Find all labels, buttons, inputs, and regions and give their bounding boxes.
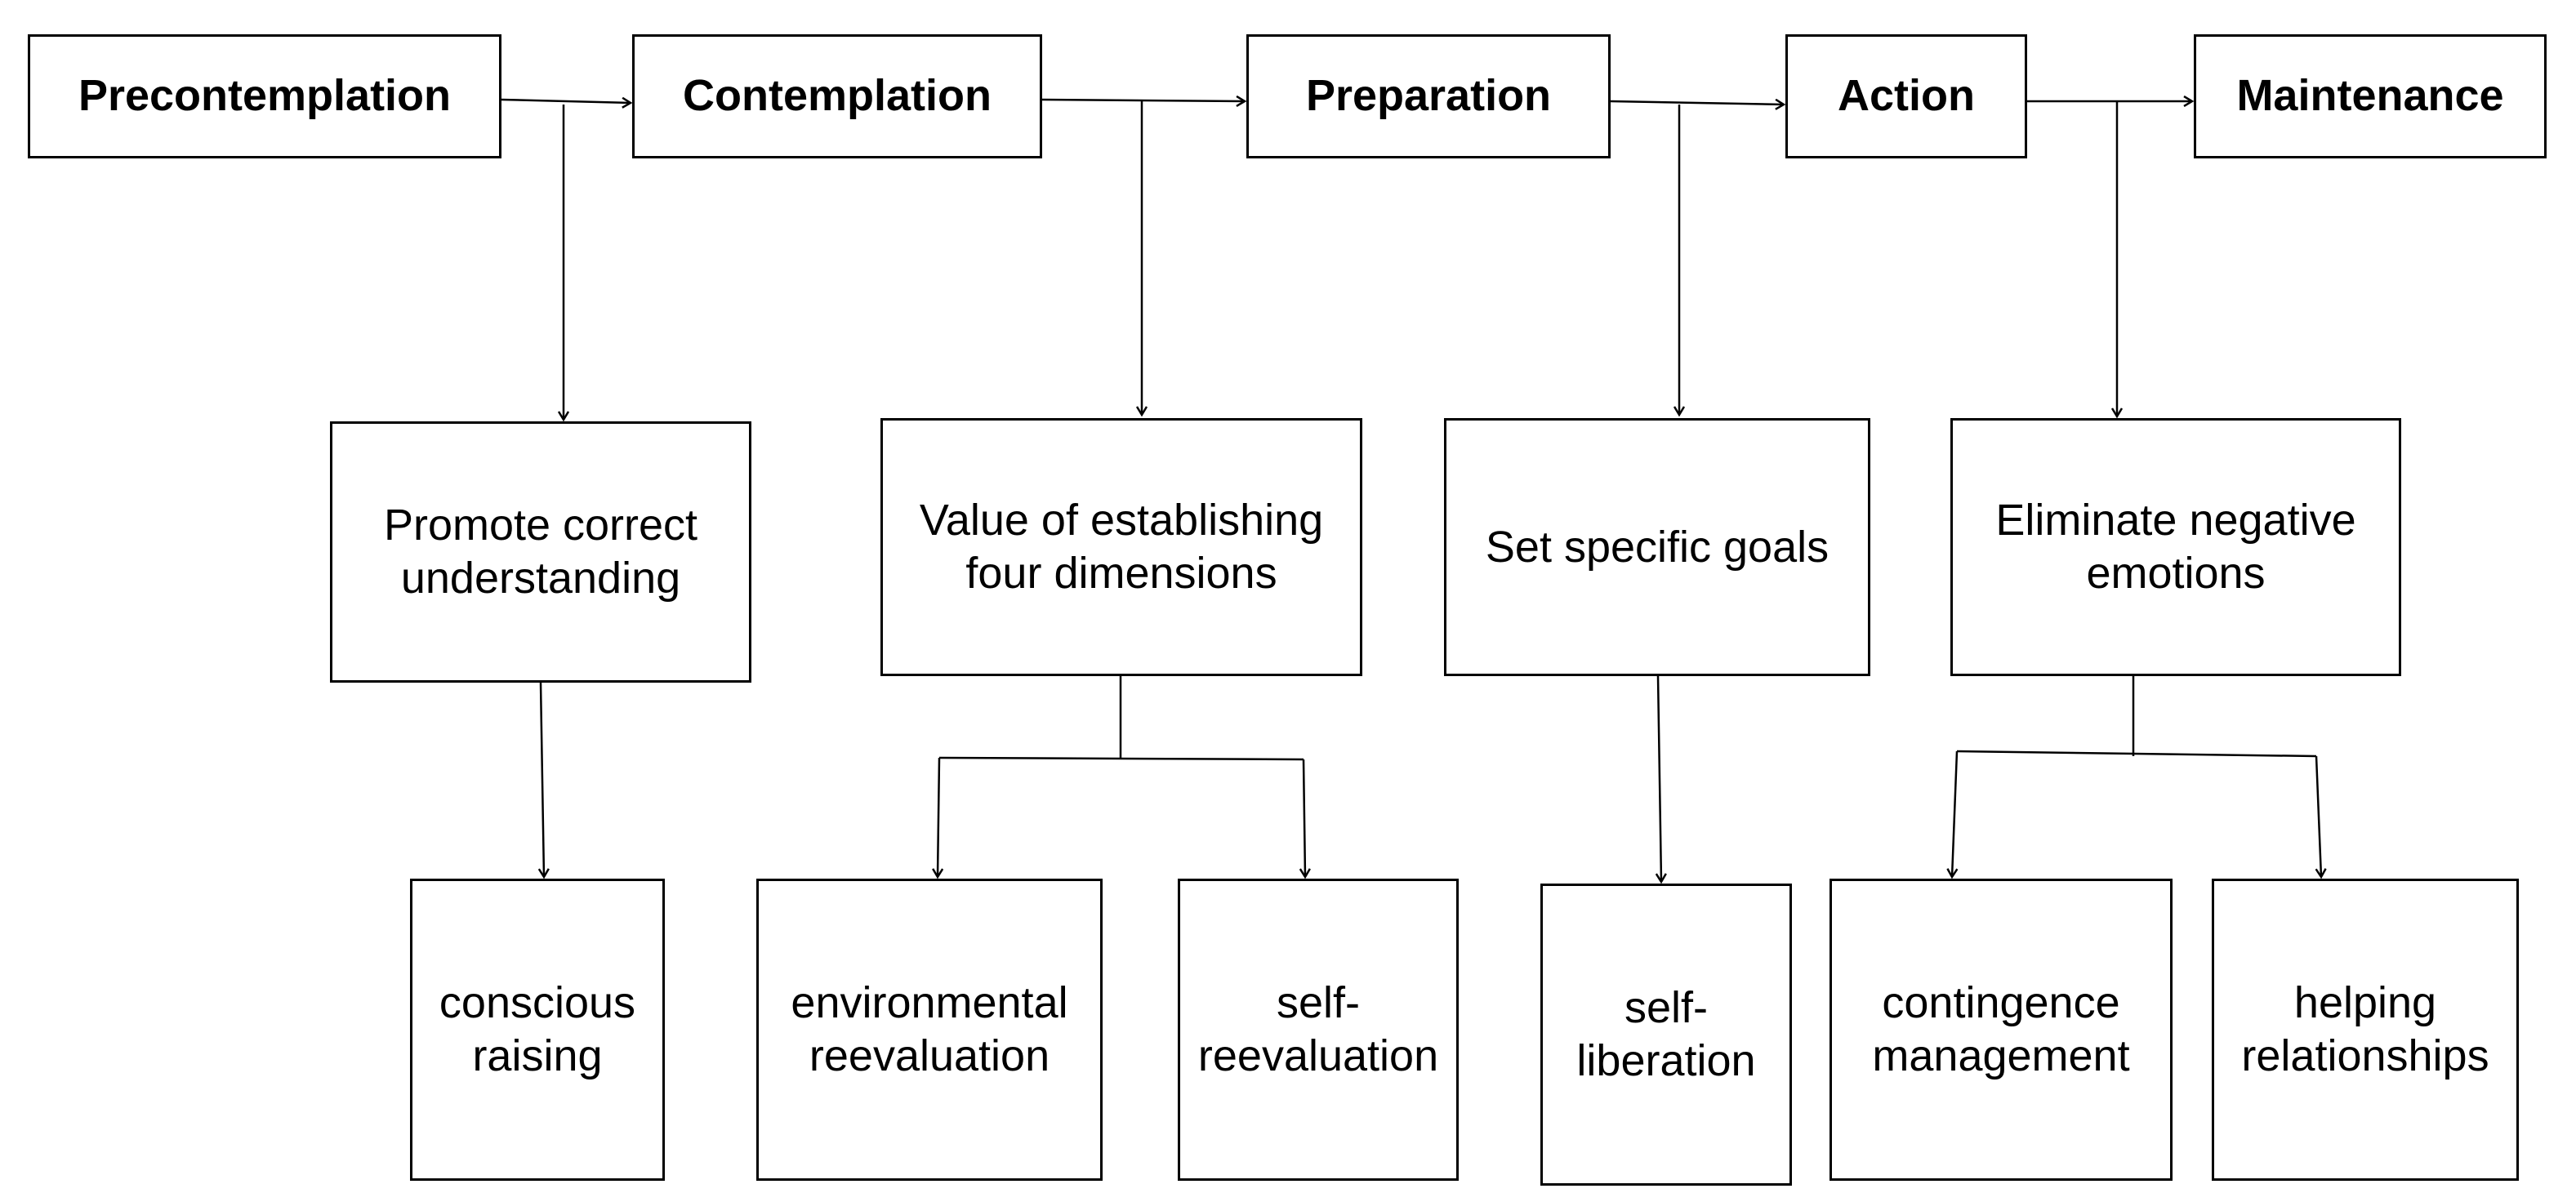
arrow-to-self-reevaluation: [1304, 759, 1305, 877]
process-contingence-management-box: contingence management: [1829, 879, 2173, 1181]
strategy-value-label: Value of establishing four dimensions: [919, 496, 1324, 598]
process-self-reevaluation-box: self- reevaluation: [1178, 879, 1459, 1181]
arrow-to-helping: [2316, 755, 2321, 877]
stage-precontemplation-box: Precontemplation: [28, 34, 501, 158]
process-helping-relationships-box: helping relationships: [2212, 879, 2519, 1181]
strategy-emotions-label: Eliminate negative emotions: [1995, 496, 2356, 598]
strategy-goals-label: Set specific goals: [1485, 522, 1829, 572]
stage-preparation-label: Preparation: [1305, 71, 1552, 121]
strategy-value-box: Value of establishing four dimensions: [880, 418, 1362, 676]
arrow-precontemplation-to-contemplation: [501, 100, 631, 103]
process-environmental-reevaluation-label: environmental reevaluation: [791, 978, 1068, 1080]
process-conscious-raising-box: conscious raising: [410, 879, 665, 1181]
branch-emotions-horizontal: [1956, 750, 2317, 758]
stage-preparation-box: Preparation: [1246, 34, 1611, 158]
stage-action-label: Action: [1838, 71, 1975, 121]
stage-maintenance-label: Maintenance: [2236, 71, 2504, 121]
process-conscious-raising-label: conscious raising: [439, 978, 636, 1080]
process-helping-relationships-label: helping relationships: [2241, 978, 2489, 1080]
arrow-to-contingence: [1952, 750, 1957, 877]
strategy-understanding-box: Promote correct understanding: [330, 421, 751, 683]
strategy-goals-box: Set specific goals: [1444, 418, 1870, 676]
arrow-preparation-to-action: [1610, 101, 1784, 105]
stage-action-box: Action: [1785, 34, 2027, 158]
arrow-to-environmental: [938, 757, 939, 877]
strategy-emotions-box: Eliminate negative emotions: [1950, 418, 2401, 676]
arrow-to-conscious: [541, 682, 544, 877]
process-self-reevaluation-label: self- reevaluation: [1197, 978, 1439, 1080]
process-contingence-management-label: contingence management: [1872, 978, 2130, 1080]
stage-maintenance-box: Maintenance: [2194, 34, 2547, 158]
arrow-contemplation-to-preparation: [1041, 100, 1245, 101]
strategy-understanding-label: Promote correct understanding: [383, 501, 698, 603]
branch-value-horizontal: [938, 756, 1304, 761]
stage-precontemplation-label: Precontemplation: [78, 71, 452, 121]
stage-contemplation-label: Contemplation: [683, 71, 992, 121]
process-self-liberation-box: self- liberation: [1540, 884, 1792, 1186]
process-self-liberation-label: self- liberation: [1576, 983, 1756, 1085]
stage-contemplation-box: Contemplation: [632, 34, 1042, 158]
process-environmental-reevaluation-box: environmental reevaluation: [756, 879, 1103, 1181]
arrow-to-self-liberation: [1658, 675, 1661, 882]
